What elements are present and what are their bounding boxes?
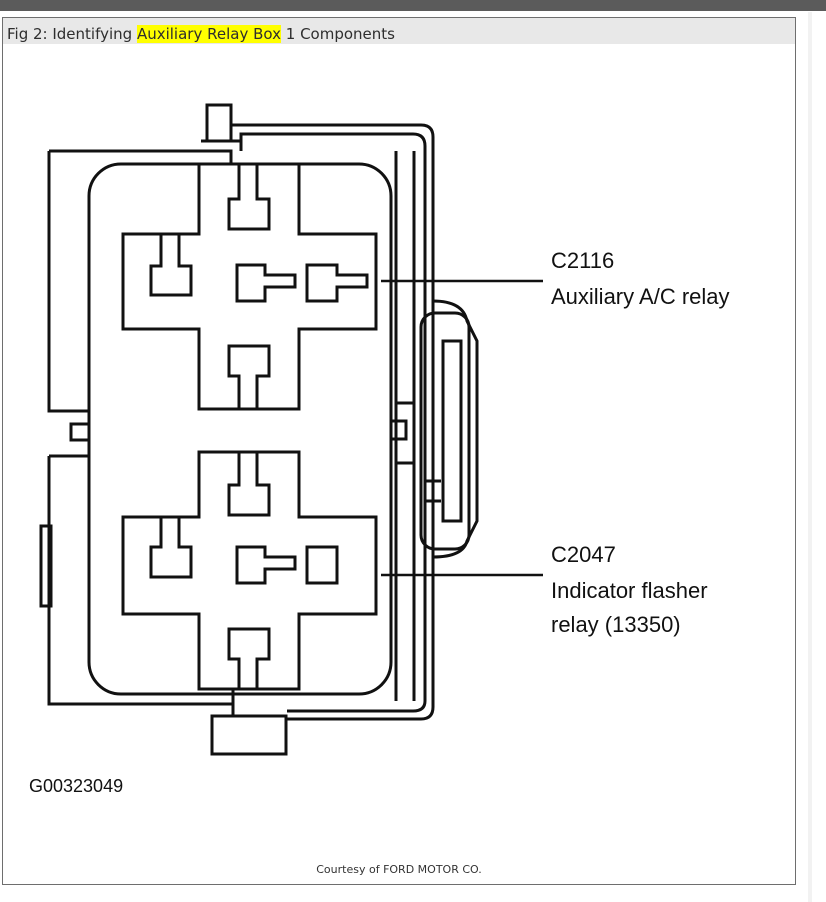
figure-credit: Courtesy of FORD MOTOR CO. — [316, 863, 482, 876]
figure-caption-bar: Fig 2: Identifying Auxiliary Relay Box 1… — [3, 18, 795, 44]
figure-caption: Fig 2: Identifying Auxiliary Relay Box 1… — [7, 25, 395, 43]
window-top-bar — [0, 0, 826, 11]
relay-box-diagram — [39, 103, 543, 756]
caption-suffix: 1 Components — [280, 25, 395, 43]
figure-id: G00323049 — [29, 776, 124, 796]
right-latch-tab — [389, 419, 408, 441]
upper-terminal-center — [235, 263, 297, 303]
lower-terminal-right — [305, 545, 339, 585]
right-clip-detail — [396, 401, 441, 503]
upper-terminal-bottom — [227, 344, 271, 411]
upper-terminal-top — [227, 164, 271, 231]
top-tab — [205, 103, 233, 143]
right-wall-outer — [239, 132, 427, 713]
upper-terminal-right — [305, 263, 369, 303]
left-side-clip — [39, 524, 53, 608]
callout-name-line-2: relay (13350) — [551, 612, 681, 637]
right-clip-inner — [419, 311, 471, 551]
callout-code: C2116 — [551, 248, 615, 273]
figure-frame: Fig 2: Identifying Auxiliary Relay Box 1… — [2, 17, 796, 885]
housing-left-step — [49, 411, 91, 458]
callout-name-line-1: Indicator flasher — [551, 578, 708, 603]
right-clip-outer — [432, 299, 479, 559]
lower-terminal-bottom — [227, 627, 271, 691]
page-edge-strip — [808, 12, 812, 902]
lower-terminal-center — [235, 545, 297, 585]
lower-terminal-top — [227, 452, 271, 517]
lower-relay-socket — [121, 450, 378, 691]
upper-relay-socket — [121, 162, 378, 411]
upper-terminal-left — [149, 234, 193, 297]
callout-c2047: C2047 Indicator flasher relay (13350) — [551, 542, 708, 638]
callout-code: C2047 — [551, 542, 616, 567]
housing-outline — [47, 149, 233, 706]
right-wall-inner — [229, 123, 435, 721]
left-latch-tab — [69, 422, 91, 442]
caption-highlight: Auxiliary Relay Box — [136, 25, 281, 43]
lower-terminal-left — [149, 517, 193, 579]
callout-name: Auxiliary A/C relay — [551, 284, 730, 309]
callout-c2116: C2116 Auxiliary A/C relay — [551, 248, 730, 310]
caption-prefix: Fig 2: Identifying — [7, 25, 137, 43]
right-clip-slot — [441, 339, 463, 523]
bottom-tab — [210, 714, 288, 756]
